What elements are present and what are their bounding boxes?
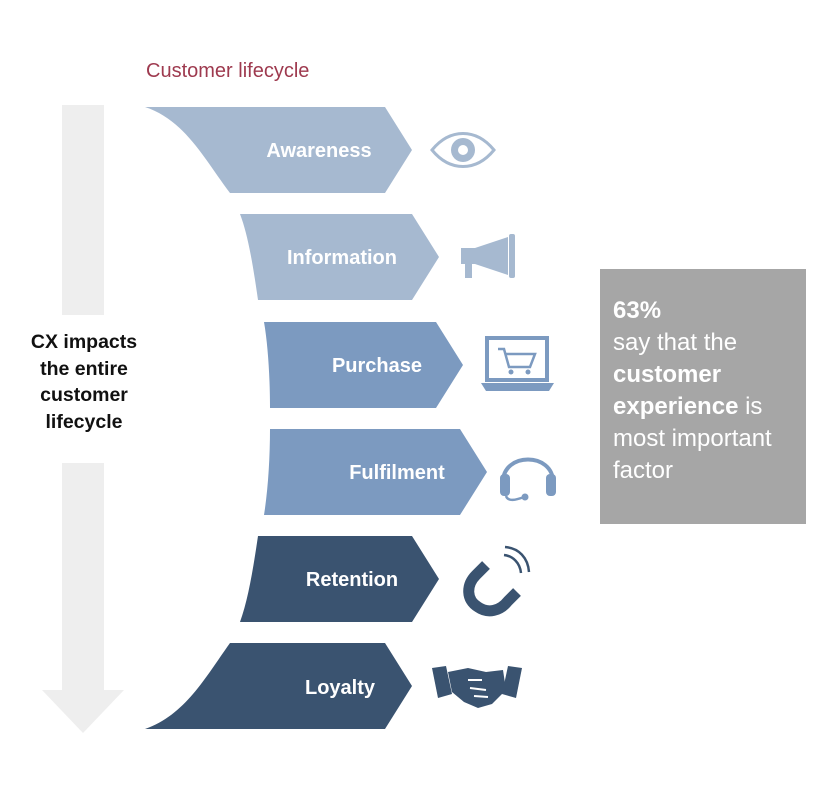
stage-fulfilment: Fulfilment	[264, 429, 487, 515]
stage-label: Information	[287, 247, 397, 269]
laptop-cart-icon	[481, 336, 554, 391]
headset-ear-right	[546, 474, 556, 496]
stage-label: Purchase	[332, 355, 422, 377]
stat-line: factor	[613, 457, 674, 484]
stage-purchase: Purchase	[264, 322, 463, 408]
caption-line: customer	[40, 384, 128, 406]
stat-percent: 63%	[613, 297, 662, 324]
cart-wheel-left	[508, 369, 514, 375]
stage-loyalty: Loyalty	[145, 643, 412, 729]
eye-icon	[430, 132, 496, 168]
caption-line: CX impacts	[30, 331, 138, 353]
eye-outline	[430, 132, 496, 168]
cart-wheel-right	[525, 369, 531, 375]
stage-shape	[240, 536, 439, 622]
stat-bold: experience	[613, 393, 739, 420]
headset-ear-left	[500, 474, 510, 496]
stage-shape	[145, 107, 412, 193]
diagram-title: Customer lifecycle	[146, 60, 310, 82]
stat-line: customer	[613, 359, 806, 391]
megaphone-mouth	[509, 234, 515, 278]
stage-label: Awareness	[266, 140, 371, 162]
megaphone-back	[461, 248, 475, 264]
headset-mic	[521, 493, 529, 501]
caption-line: lifecycle	[45, 410, 123, 433]
stat-line: say that the	[613, 329, 738, 356]
laptop-screen	[485, 336, 549, 382]
magnet-body	[463, 561, 521, 617]
stat-suffix: is	[738, 393, 763, 420]
handshake-cuff-left	[432, 666, 452, 698]
magnet-wave-1	[503, 553, 523, 574]
stage-shape	[145, 643, 412, 729]
arrow-head	[42, 690, 124, 733]
handshake-icon	[432, 666, 522, 708]
cx-caption: CX impacts the entire customer lifecycle	[5, 329, 163, 435]
stage-shape	[264, 429, 487, 515]
stage-label: Fulfilment	[349, 462, 445, 484]
handshake-cuff-right	[502, 666, 522, 698]
cart-body	[498, 347, 537, 369]
magnet-icon	[463, 545, 531, 617]
stage-shape	[240, 214, 439, 300]
stat-line: experience is	[613, 391, 806, 423]
caption-line: the entire	[40, 357, 128, 380]
lifecycle-down-arrow	[42, 105, 124, 733]
stage-shape	[264, 322, 463, 408]
stat-box: 63% say that the customer experience is …	[600, 269, 806, 524]
stage-awareness: Awareness	[145, 107, 412, 193]
headset-icon	[500, 457, 556, 502]
arrow-shaft-bottom	[62, 463, 104, 691]
arrow-shaft-top	[62, 105, 104, 315]
stage-label: Retention	[306, 569, 398, 591]
stage-information: Information	[240, 214, 439, 300]
megaphone-icon	[461, 234, 515, 278]
stat-bold: customer	[613, 361, 722, 388]
stage-label: Loyalty	[305, 677, 376, 699]
stage-retention: Retention	[240, 536, 439, 622]
magnet-wave-2	[504, 545, 531, 573]
laptop-base	[481, 383, 554, 391]
headset-mic-arm	[504, 495, 525, 502]
stat-line: most important	[613, 425, 772, 452]
eye-pupil	[458, 145, 468, 155]
headset-band	[501, 457, 555, 483]
megaphone-handle	[465, 264, 472, 278]
megaphone-cone	[475, 237, 508, 275]
handshake-fingers	[468, 679, 489, 698]
